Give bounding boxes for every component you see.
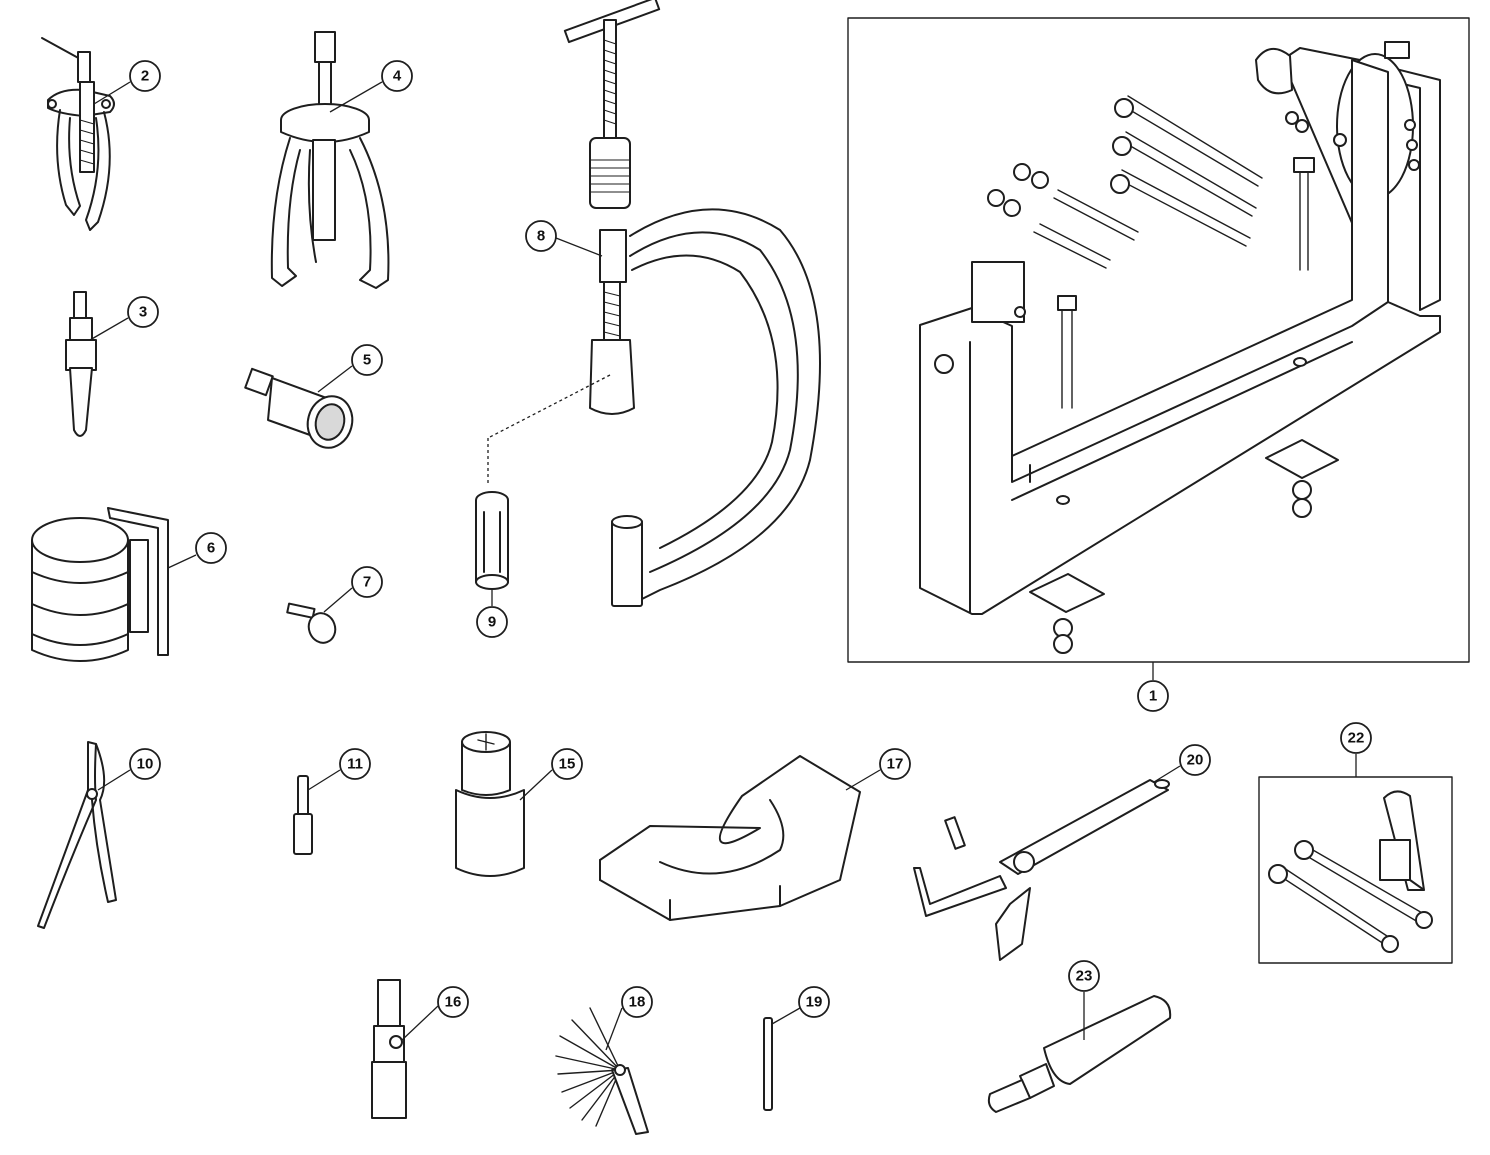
part-16-crank-tool [371, 979, 407, 1119]
callout-16: 16 [437, 986, 469, 1018]
callout-3-label: 3 [139, 304, 147, 321]
part-11-pin [293, 775, 313, 855]
callout-11: 11 [339, 748, 371, 780]
part-3-slide-hammer-head [65, 291, 97, 437]
callout-23-label: 23 [1076, 968, 1093, 985]
part-6-ring-compressor [31, 507, 169, 662]
callout-1: 1 [1137, 680, 1169, 712]
part-5-adapter [244, 367, 354, 449]
callout-17: 17 [879, 748, 911, 780]
callout-4: 4 [381, 60, 413, 92]
callout-20-label: 20 [1187, 752, 1204, 769]
callout-5: 5 [351, 344, 383, 376]
leader-lines [89, 81, 1357, 1051]
part-22-kit [1258, 776, 1453, 964]
callout-10-label: 10 [137, 756, 154, 773]
part-2-small-puller [41, 37, 115, 231]
callout-23: 23 [1068, 960, 1100, 992]
callout-22: 22 [1340, 722, 1372, 754]
callout-19-label: 19 [806, 994, 823, 1011]
callout-9: 9 [476, 606, 508, 638]
callout-6-label: 6 [207, 540, 215, 557]
part-18-feeler-gauge [555, 1007, 649, 1135]
part-4-large-puller [270, 31, 390, 289]
part-1-engine-stand [847, 17, 1470, 663]
part-10-pliers [37, 741, 117, 929]
part-9-retainer-cup [475, 491, 509, 590]
callout-17-label: 17 [887, 756, 904, 773]
callout-2-label: 2 [141, 68, 149, 85]
callout-18: 18 [621, 986, 653, 1018]
part-8-valve-spring-compressor [487, 0, 821, 607]
callout-8-label: 8 [537, 228, 545, 245]
callout-9-label: 9 [488, 614, 496, 631]
callout-7: 7 [351, 566, 383, 598]
part-23-installer [987, 995, 1172, 1113]
callout-18-label: 18 [629, 994, 646, 1011]
part-20-holding-tool [913, 779, 1170, 961]
part-17-base-plate [599, 755, 861, 921]
callout-20: 20 [1179, 744, 1211, 776]
callout-7-label: 7 [363, 574, 371, 591]
callout-15-label: 15 [559, 756, 576, 773]
callout-6: 6 [195, 532, 227, 564]
part-19-rod [763, 1017, 773, 1111]
callout-5-label: 5 [363, 352, 371, 369]
callout-2: 2 [129, 60, 161, 92]
callout-10: 10 [129, 748, 161, 780]
callout-11-label: 11 [347, 756, 363, 773]
callout-8: 8 [525, 220, 557, 252]
callout-3: 3 [127, 296, 159, 328]
callout-4-label: 4 [393, 68, 402, 85]
callout-19: 19 [798, 986, 830, 1018]
callout-1-label: 1 [1149, 688, 1157, 705]
part-7-pin [286, 602, 337, 644]
callout-22-label: 22 [1348, 730, 1365, 747]
callout-15: 15 [551, 748, 583, 780]
callout-16-label: 16 [445, 994, 462, 1011]
part-15-socket [455, 731, 525, 877]
